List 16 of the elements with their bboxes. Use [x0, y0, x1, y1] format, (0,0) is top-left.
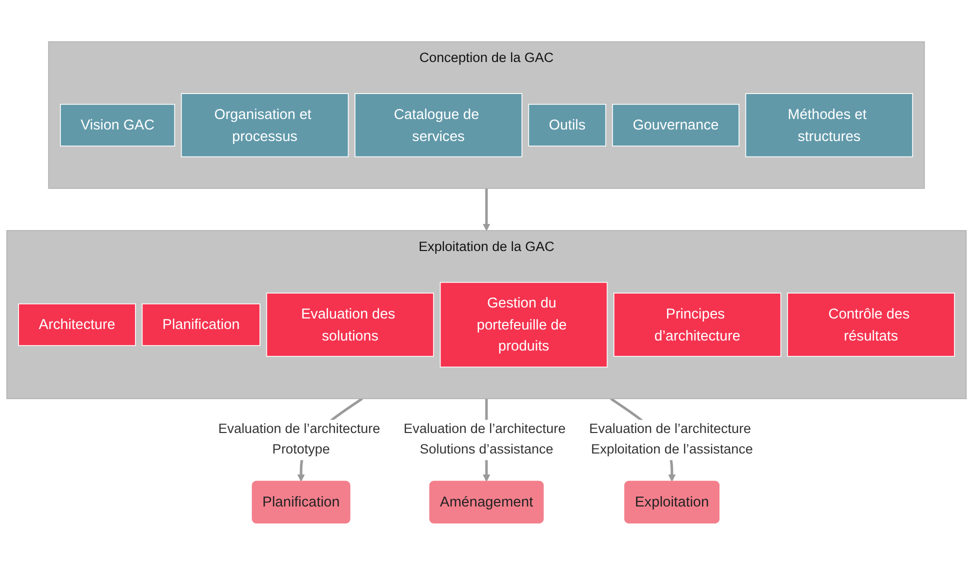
node-box: Architecture: [18, 304, 136, 346]
node-box: Vision GAC: [60, 104, 176, 147]
node-box: Gestion du portefeuille de produits: [440, 282, 608, 368]
node-box: Contrôle des résultats: [787, 292, 955, 357]
edge-label: Evaluation de l’architecture Prototype: [218, 422, 380, 457]
node-box: Principes d’architecture: [614, 292, 782, 357]
node-box: Evaluation des solutions: [266, 292, 434, 357]
node-box: Planification: [142, 304, 260, 346]
node-box: Organisation et processus: [180, 93, 349, 158]
edge-label: Evaluation de l’architecture Solutions d’assistance: [404, 422, 566, 457]
edge-label: Evaluation de l’architecture Exploitation de l’assistance: [589, 422, 753, 457]
arrow: [482, 188, 490, 231]
node-box: Outils: [528, 104, 606, 147]
node-box: Catalogue de services: [354, 93, 522, 158]
node-box: Méthodes et structures: [745, 93, 914, 158]
node-box: Gouvernance: [612, 104, 740, 147]
